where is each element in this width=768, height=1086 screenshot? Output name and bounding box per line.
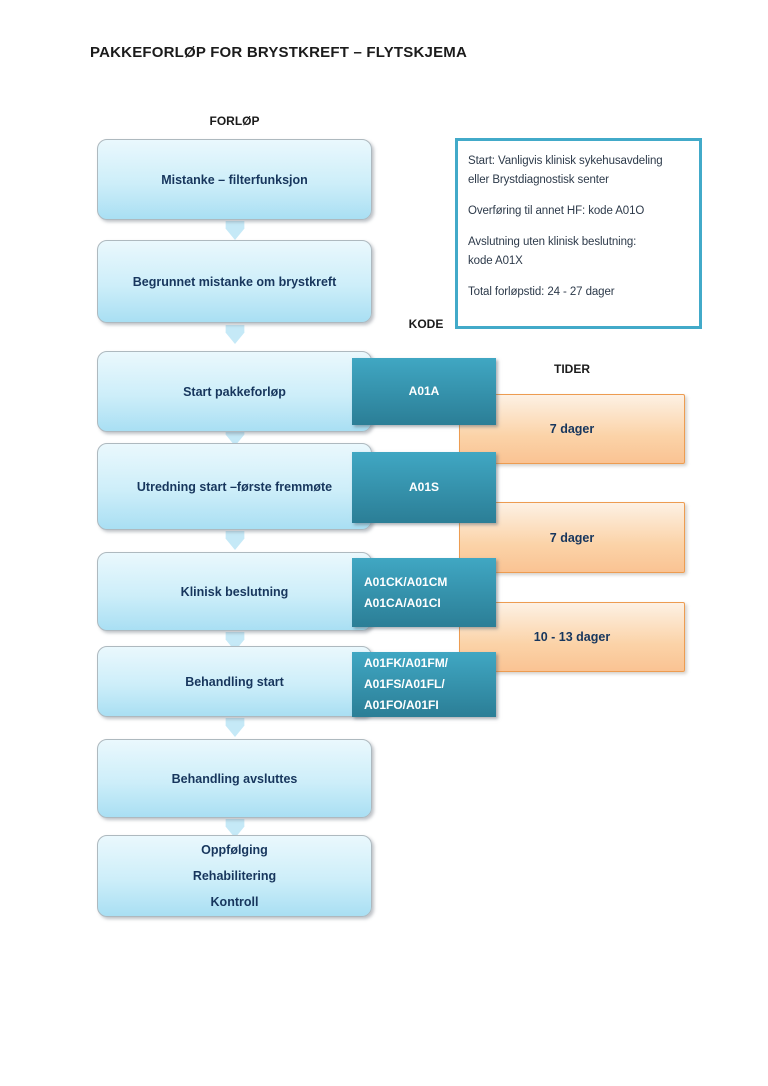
code-label: A01CA/A01CI: [364, 595, 441, 610]
time-box-beslutning: 7 dager: [459, 502, 685, 573]
info-paragraph: Total forløpstid: 24 - 27 dager: [468, 283, 689, 302]
code-label: A01CK/A01CM: [364, 574, 448, 589]
info-line: eller Brystdiagnostisk senter: [468, 174, 609, 186]
down-arrow-icon: [225, 718, 245, 737]
down-arrow-icon: [225, 221, 245, 240]
flow-step-behandling-start: Behandling start: [97, 646, 372, 717]
code-label: A01S: [408, 480, 440, 494]
flow-step-klinisk-beslutning: Klinisk beslutning: [97, 552, 372, 631]
info-line: Total forløpstid: 24 - 27 dager: [468, 286, 615, 298]
flow-step-label: Rehabilitering: [192, 869, 277, 883]
forlop-column-label: FORLØP: [209, 114, 260, 128]
code-box-behandling-start-codes: A01FK/A01FM/ A01FS/A01FL/ A01FO/A01FI: [352, 652, 496, 717]
flow-step-label: Start pakkeforløp: [183, 384, 286, 399]
flow-step-begrunnet-mistanke: Begrunnet mistanke om brystkreft: [97, 240, 372, 323]
flow-step-label: Klinisk beslutning: [180, 584, 289, 599]
flow-step-label: Behandling avsluttes: [171, 771, 298, 786]
flow-step-label: Utredning start –første fremmøte: [136, 479, 333, 494]
info-line: Overføring til annet HF: kode A01O: [468, 205, 645, 217]
flow-step-start-pakkeforlop: Start pakkeforløp: [97, 351, 372, 432]
info-paragraph: Overføring til annet HF: kode A01O: [468, 202, 689, 221]
time-label: 10 - 13 dager: [533, 630, 611, 644]
code-label: A01FO/A01FI: [364, 698, 439, 712]
code-label: A01FK/A01FM/: [364, 656, 449, 670]
flow-step-behandling-avsluttes: Behandling avsluttes: [97, 739, 372, 818]
flow-step-label: Begrunnet mistanke om brystkreft: [132, 274, 337, 289]
code-box-klinisk-beslutning-codes: A01CK/A01CM A01CA/A01CI: [352, 558, 496, 627]
info-line: Start: Vanligvis klinisk sykehusavdeling: [468, 155, 663, 167]
code-label: A01A: [408, 384, 440, 398]
code-box-a01s: A01S: [352, 452, 496, 523]
time-box-utredning: 7 dager: [459, 394, 685, 464]
time-label: 7 dager: [549, 422, 595, 436]
tider-column-label: TIDER: [554, 362, 590, 376]
page-title: PAKKEFORLØP FOR BRYSTKREFT – FLYTSKJEMA: [90, 44, 467, 61]
down-arrow-icon: [225, 531, 245, 550]
time-box-behandling: 10 - 13 dager: [459, 602, 685, 672]
flow-step-utredning-start: Utredning start –første fremmøte: [97, 443, 372, 530]
kode-column-label: KODE: [408, 317, 444, 331]
flow-step-label: Behandling start: [185, 674, 284, 689]
info-paragraph: Avslutning uten klinisk beslutning: kode…: [468, 233, 689, 271]
info-paragraph: Start: Vanligvis klinisk sykehusavdeling…: [468, 152, 689, 190]
flow-step-oppfolging: Oppfølging Rehabilitering Kontroll: [97, 835, 372, 917]
time-label: 7 dager: [549, 530, 595, 545]
down-arrow-icon: [225, 325, 245, 344]
flow-step-label: Oppfølging: [201, 843, 268, 857]
code-label: A01FS/A01FL/: [364, 677, 445, 691]
flow-step-label: Kontroll: [210, 895, 259, 909]
flow-step-mistanke: Mistanke – filterfunksjon: [97, 139, 372, 220]
flow-step-label: Mistanke – filterfunksjon: [161, 172, 308, 187]
info-line: kode A01X: [468, 255, 523, 267]
info-box: Start: Vanligvis klinisk sykehusavdeling…: [455, 138, 702, 329]
code-box-a01a: A01A: [352, 358, 496, 425]
info-line: Avslutning uten klinisk beslutning:: [468, 236, 637, 248]
